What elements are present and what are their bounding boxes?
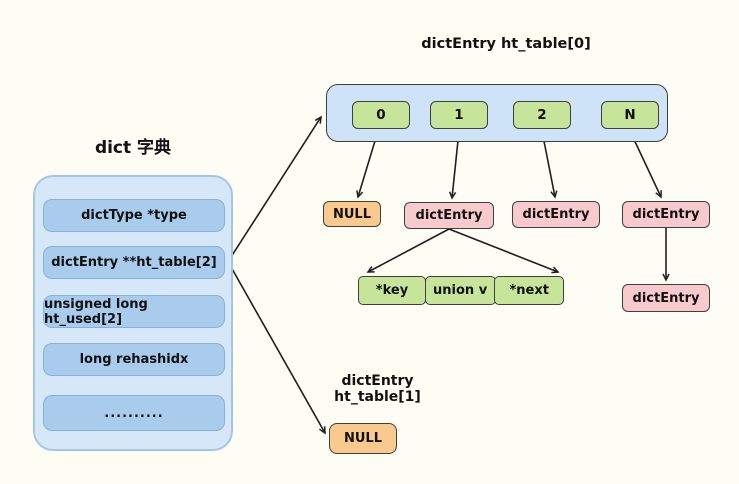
ht-table0-label: dictEntry ht_table[0] [421,36,591,52]
field-union-v: union v [424,276,496,305]
array-slot-0: 0 [352,101,410,129]
dict-struct-box: dictType *type dictEntry **ht_table[2] u… [33,175,233,451]
dict-row-type: dictType *type [43,199,225,232]
array-slot-2: 2 [513,101,571,129]
dict-entry-fields: *key union v *next [358,276,565,305]
ht-table1-label: dictEntry ht_table[1] [334,373,421,405]
field-key: *key [358,276,426,305]
array-slot-n: N [601,101,659,129]
dict-title: dict 字典 [94,138,172,158]
dict-entry-node-3: dictEntry [622,201,710,228]
dict-entry-node-1: dictEntry [404,202,494,229]
null-node-slot0: NULL [323,201,381,227]
chained-dict-entry-node: dictEntry [622,284,710,312]
null-node-ht-table1: NULL [329,423,397,454]
arrow-httable2-to-array [230,115,322,258]
arrow-entry-to-next [448,228,560,274]
dict-entry-node-2: dictEntry [512,201,600,228]
dict-row-ht-table: dictEntry **ht_table[2] [43,246,225,279]
dict-row-ellipsis: .......... [43,395,225,431]
hash-table0-array: 0 1 2 N [326,84,668,142]
arrow-entry-to-key [366,228,450,273]
dict-row-ht-used: unsigned long ht_used[2] [43,295,225,328]
arrow-httable2-to-null1 [230,266,326,435]
field-next: *next [494,276,565,305]
dict-row-rehashidx: long rehashidx [43,343,225,376]
array-slot-1: 1 [430,101,488,129]
